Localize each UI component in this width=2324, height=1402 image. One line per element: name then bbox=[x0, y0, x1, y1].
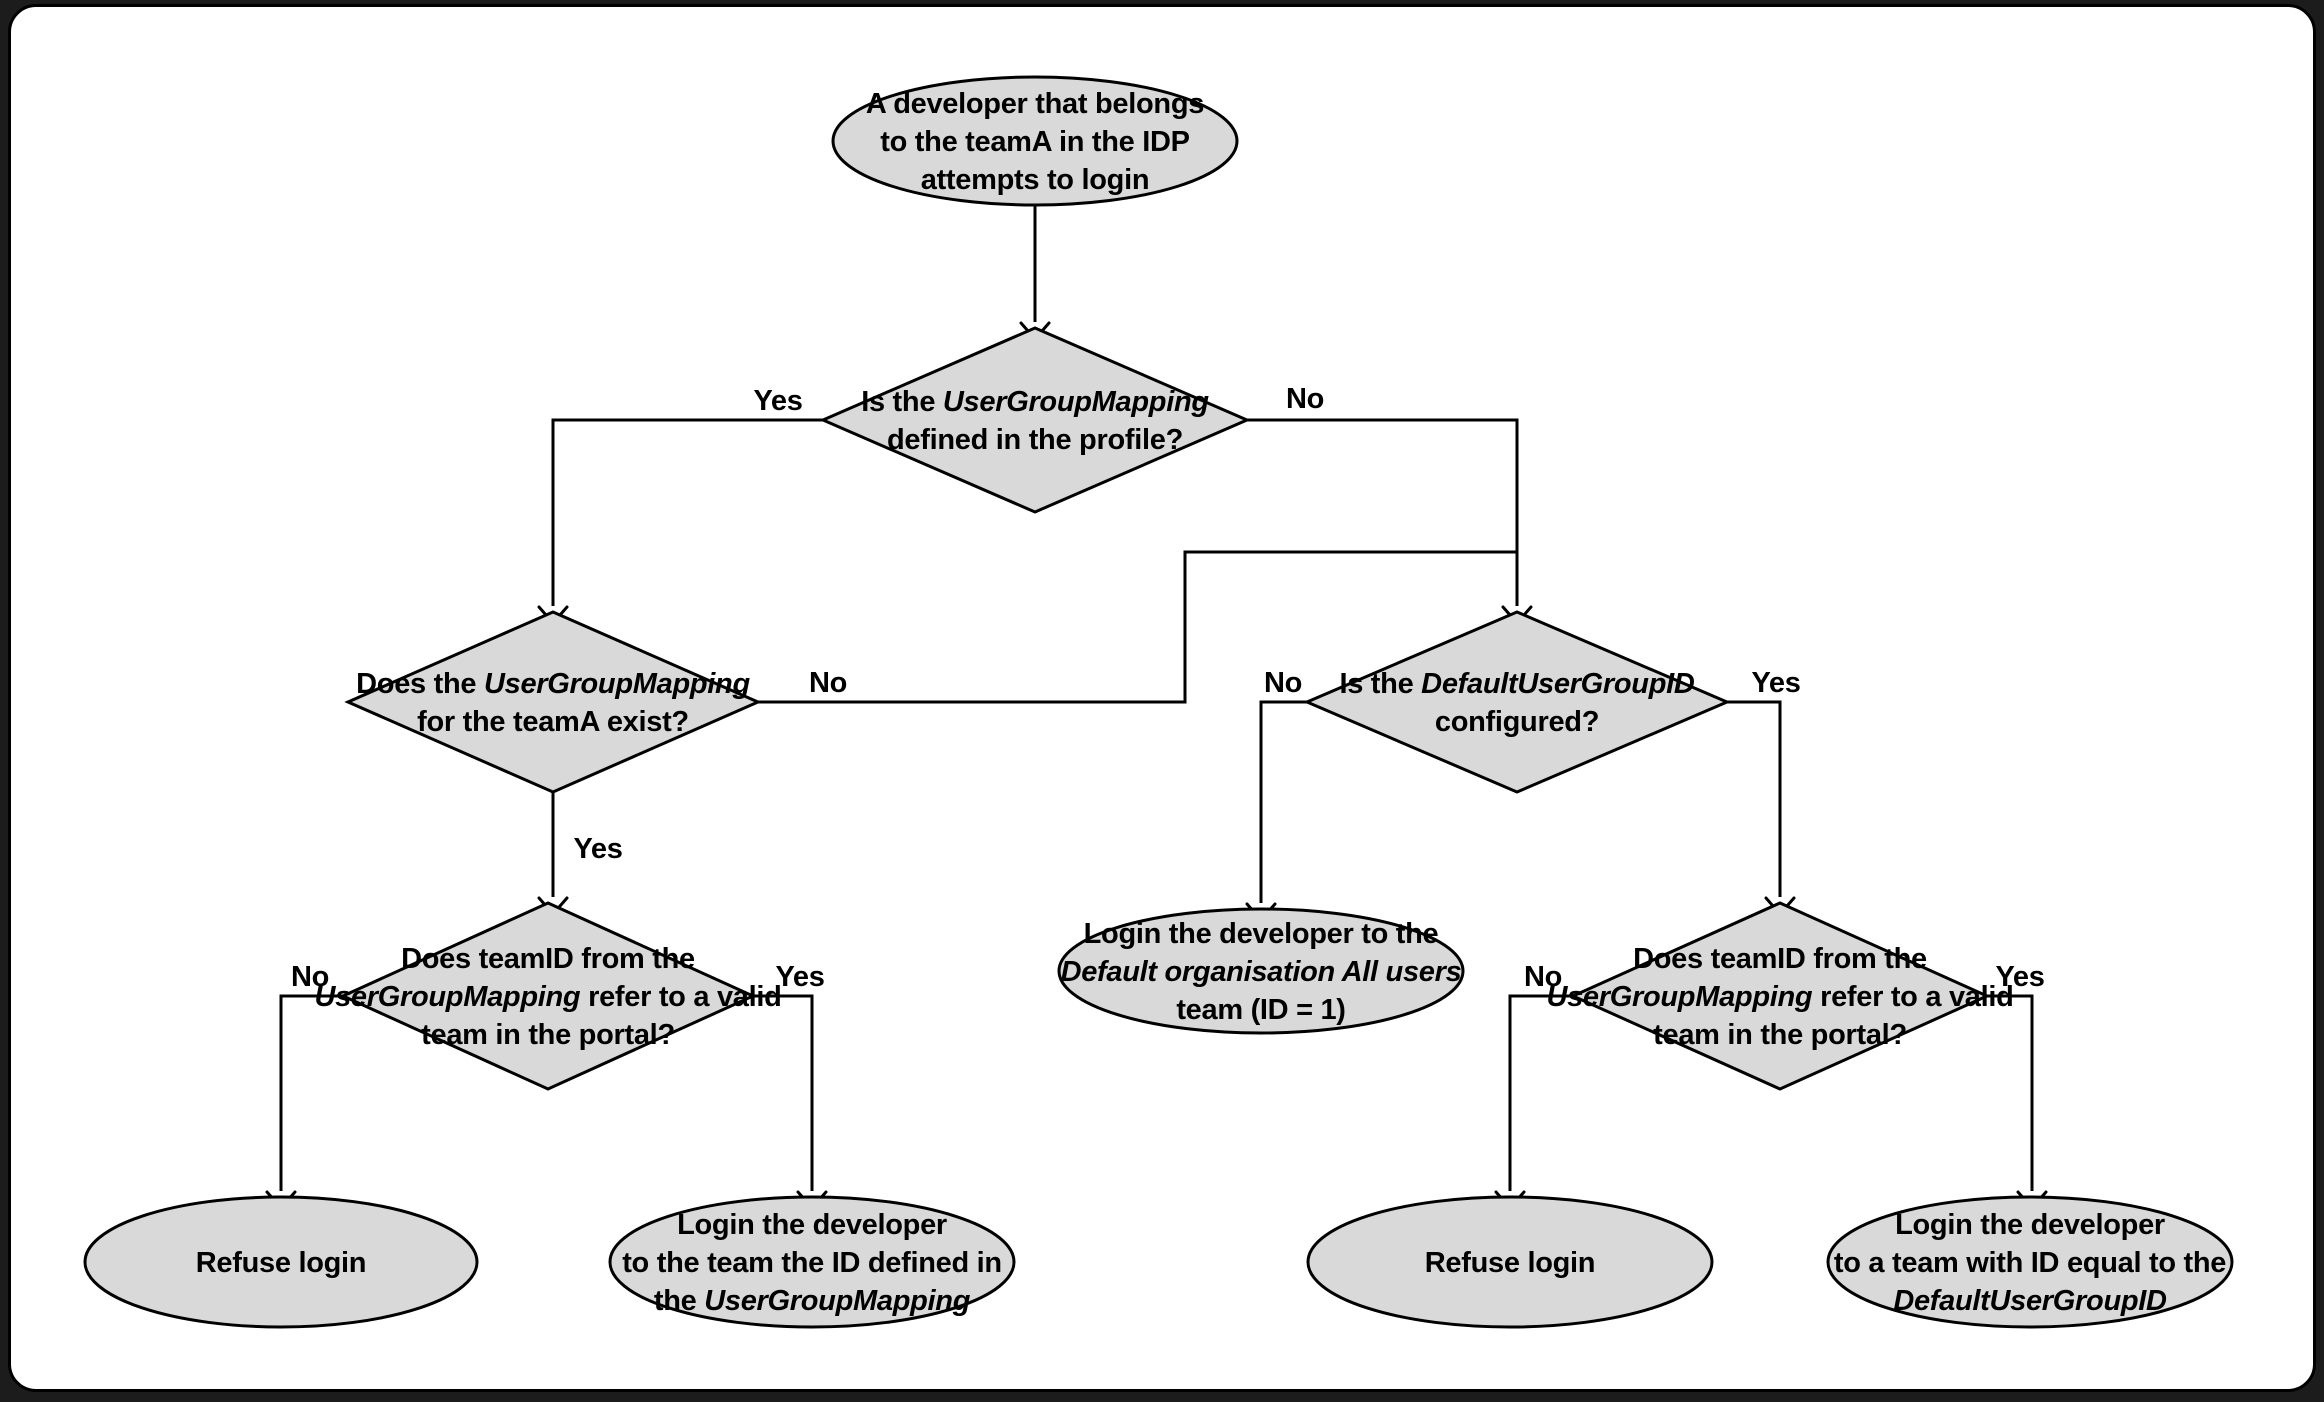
node-d5-diamond bbox=[1569, 901, 1991, 1091]
edge-label-yes1: Yes bbox=[753, 385, 802, 417]
node-d3-diamond bbox=[1303, 610, 1731, 794]
node-d1-diamond bbox=[819, 326, 1251, 514]
edge-d5-yes-e4 bbox=[1987, 994, 2048, 1210]
node-eDefault-ellipse bbox=[1057, 907, 1465, 1035]
edge-d1-yes-d2 bbox=[537, 418, 823, 625]
edge-label-yes4: Yes bbox=[775, 961, 824, 993]
edge-d4-no-e1 bbox=[265, 994, 343, 1210]
edge-d5-no-e3 bbox=[1494, 994, 1573, 1210]
edge-label-no3: No bbox=[1264, 667, 1302, 699]
edge-d3-no-eDef bbox=[1245, 700, 1307, 922]
node-e3-ellipse bbox=[1306, 1195, 1714, 1329]
edge-d1-no-d3 bbox=[1247, 418, 1533, 625]
edge-label-yes3: Yes bbox=[1751, 667, 1800, 699]
edge-label-no1: No bbox=[1286, 383, 1324, 415]
edge-d4-yes-e2 bbox=[753, 994, 828, 1210]
node-e3-label: Refuse login bbox=[1425, 1247, 1595, 1279]
edge-label-yes2: Yes bbox=[573, 833, 622, 865]
edge-d3-yes-d5 bbox=[1727, 700, 1796, 916]
node-e1-label: Refuse login bbox=[196, 1247, 366, 1279]
node-d2-diamond bbox=[344, 610, 762, 794]
node-d4-diamond bbox=[339, 901, 757, 1091]
edge-label-no2: No bbox=[809, 667, 847, 699]
edge-d2-no-join bbox=[758, 550, 1517, 704]
edge-label-no4: No bbox=[291, 961, 329, 993]
edge-label-yes5: Yes bbox=[1995, 961, 2044, 993]
nodes-layer bbox=[83, 75, 2234, 1329]
node-e4-ellipse bbox=[1826, 1195, 2234, 1329]
edge-label-no5: No bbox=[1524, 961, 1562, 993]
node-e1-ellipse bbox=[83, 1195, 479, 1329]
edges-layer bbox=[265, 205, 2048, 1210]
node-e2-ellipse bbox=[608, 1195, 1016, 1329]
node-start-ellipse bbox=[831, 75, 1239, 207]
